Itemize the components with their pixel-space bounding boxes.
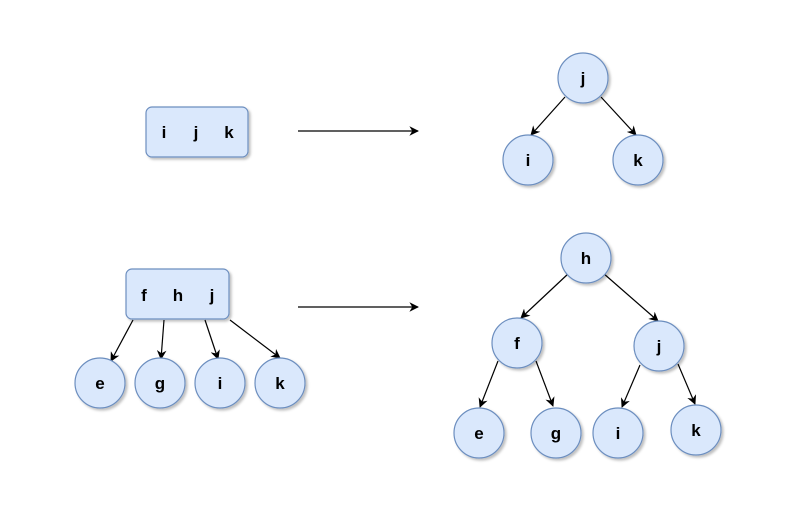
bottom-rbtree-edge-f-g (535, 360, 555, 407)
top-btree-key-1: i (162, 123, 167, 142)
bottom-btree-key-1: f (141, 286, 147, 305)
bottom-btree-child-4-label: k (275, 374, 285, 393)
bottom-btree-node: f h j (125, 268, 230, 320)
bottom-btree-edge-1 (110, 319, 134, 362)
bottom-rbtree-left-left: e (453, 407, 505, 459)
top-rbtree-root: j (557, 52, 609, 104)
bottom-rbtree-left-right-label: g (551, 424, 561, 443)
bottom-rbtree-edge-root-left (520, 272, 570, 319)
top-rbtree: j i k (502, 52, 664, 186)
top-rbtree-right-label: k (633, 151, 643, 170)
bottom-rbtree-right-right-label: k (691, 421, 701, 440)
bottom-btree-edge-4 (229, 319, 281, 359)
bottom-btree-edge-2 (156, 319, 167, 360)
top-rbtree-left-label: i (526, 151, 531, 170)
top-rbtree-edge-right (600, 96, 637, 136)
bottom-rbtree-left: f (491, 317, 543, 369)
top-btree-key-2: j (193, 123, 199, 142)
top-btree-node: i j k (145, 106, 249, 158)
bottom-rbtree-right: j (633, 320, 685, 372)
top-rbtree-edge-left (530, 96, 566, 136)
bottom-btree: f h j e g i k (74, 268, 306, 409)
bottom-rbtree-right-right: k (670, 404, 722, 456)
bottom-rbtree-root: h (560, 232, 612, 284)
bottom-btree-child-2: g (134, 357, 186, 409)
bottom-rbtree-right-left: i (592, 407, 644, 459)
bottom-btree-key-3: j (209, 286, 215, 305)
bottom-btree-child-3: i (194, 357, 246, 409)
top-rbtree-right: k (612, 134, 664, 186)
top-rbtree-left: i (502, 134, 554, 186)
bottom-btree-child-2-label: g (155, 374, 165, 393)
bottom-btree-child-3-label: i (218, 374, 223, 393)
bottom-rbtree-left-label: f (514, 334, 520, 353)
bottom-btree-child-1-label: e (95, 374, 104, 393)
top-rbtree-root-label: j (580, 69, 586, 88)
bottom-btree-key-2: h (173, 286, 183, 305)
bottom-rbtree: h f j e g i k (453, 232, 722, 459)
bottom-rbtree-root-label: h (581, 249, 591, 268)
bottom-btree-child-4: k (254, 357, 306, 409)
bottom-btree-edge-3 (204, 319, 220, 360)
bottom-btree-child-1: e (74, 357, 126, 409)
bottom-rbtree-right-left-label: i (616, 424, 621, 443)
bottom-rbtree-edge-f-e (478, 360, 499, 408)
bottom-rbtree-left-right: g (530, 407, 582, 459)
bottom-rbtree-edge-root-right (602, 272, 659, 322)
bottom-rbtree-left-left-label: e (474, 424, 483, 443)
top-btree-key-3: k (224, 123, 234, 142)
bottom-rbtree-edge-j-i (620, 364, 641, 408)
bottom-rbtree-right-label: j (656, 337, 662, 356)
bottom-rbtree-edge-j-k (677, 363, 697, 405)
